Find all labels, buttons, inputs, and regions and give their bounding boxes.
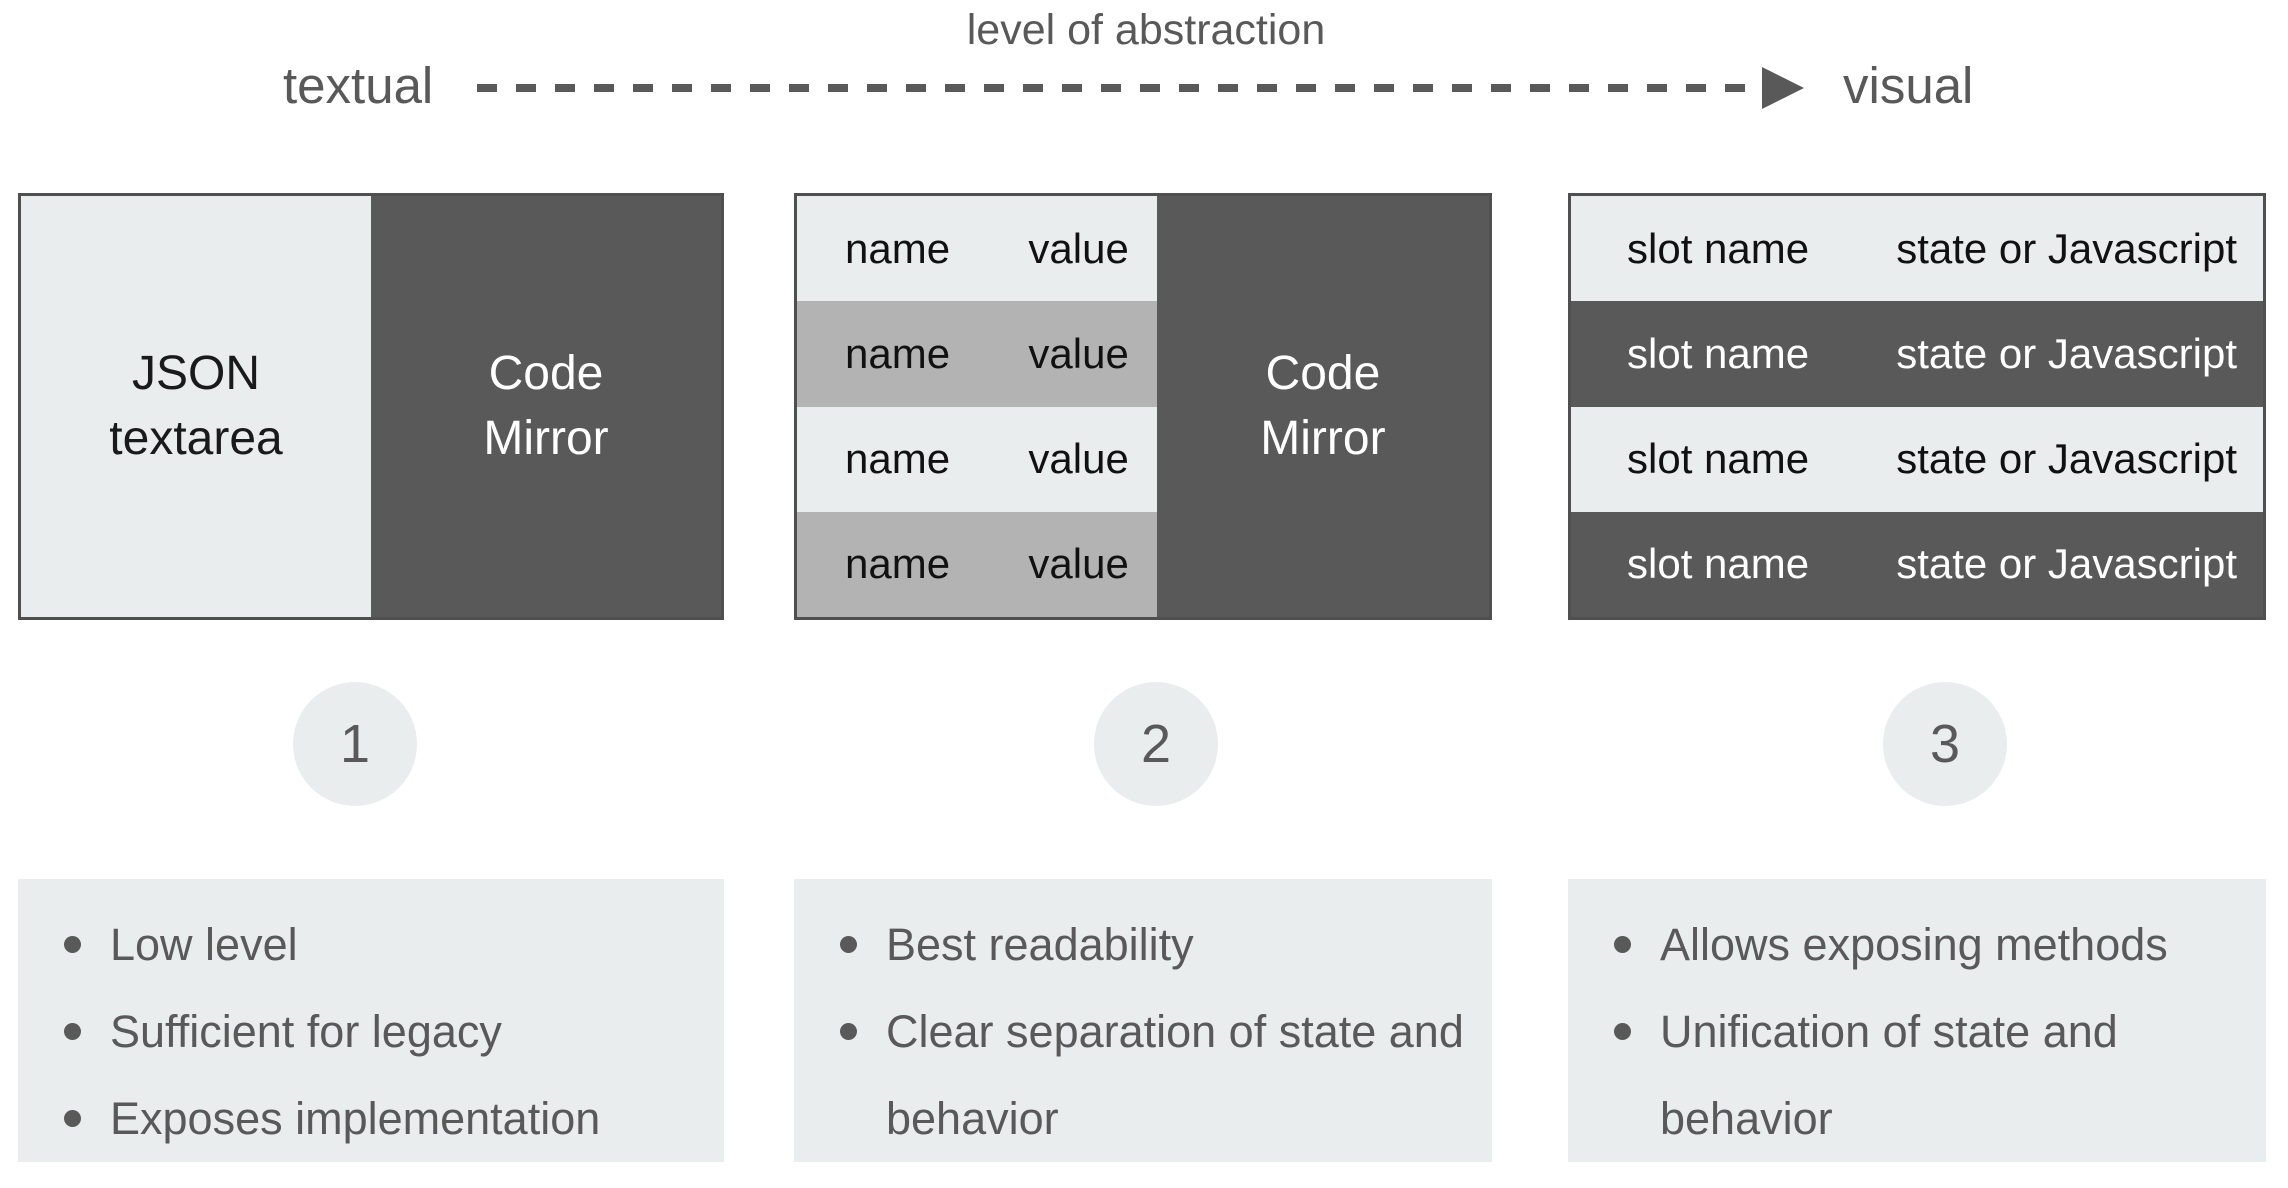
- slot-value: state or Javascript: [1896, 540, 2237, 588]
- bullet-icon: [840, 936, 857, 953]
- bullet-icon: [64, 936, 81, 953]
- axis-left-label: textual: [283, 57, 434, 114]
- table-row: slot name state or Javascript: [1571, 196, 2263, 302]
- stage3-panel: slot name state or Javascript slot name …: [1568, 193, 2266, 620]
- axis-right-label: visual: [1843, 57, 1974, 114]
- stage1-left-label: JSON textarea: [109, 346, 283, 465]
- stage3-notes-box: Allows exposing methods Unification of s…: [1568, 879, 2266, 1162]
- note-text: Clear separation of state and behavior: [886, 1006, 1464, 1144]
- list-item: Low level: [18, 901, 704, 988]
- step-number-badge-2: 2: [1094, 682, 1218, 806]
- axis-dashed-line: [477, 84, 1759, 92]
- stage2-codemirror-cell: Code Mirror: [1156, 196, 1489, 617]
- stage2-name-value-table: name value name value name value name va…: [797, 196, 1157, 617]
- bullet-icon: [64, 1023, 81, 1040]
- table-row: name value: [797, 406, 1157, 512]
- list-item: Best readability: [794, 901, 1472, 988]
- step-number: 1: [339, 714, 371, 774]
- table-row: slot name state or Javascript: [1571, 511, 2263, 617]
- slot-value: state or Javascript: [1896, 224, 2237, 272]
- list-item: Sufficient for legacy: [18, 988, 704, 1075]
- note-text: Allows exposing methods: [1660, 919, 2168, 970]
- stage1-panel: JSON textarea Code Mirror: [18, 193, 724, 620]
- row-value: value: [1028, 540, 1129, 588]
- axis-title: level of abstraction: [966, 6, 1326, 54]
- bullet-icon: [1614, 1023, 1631, 1040]
- arrow-right-icon: [1762, 67, 1804, 109]
- row-value: value: [1028, 224, 1129, 272]
- stage1-codemirror-cell: Code Mirror: [371, 196, 721, 617]
- table-row: name value: [797, 196, 1157, 302]
- list-item: Clear separation of state and behavior: [794, 988, 1472, 1162]
- step-number-badge-3: 3: [1883, 682, 2007, 806]
- bullet-icon: [64, 1110, 81, 1127]
- table-row: slot name state or Javascript: [1571, 301, 2263, 407]
- list-item: Exposes implementation: [18, 1075, 704, 1162]
- stage2-panel: name value name value name value name va…: [794, 193, 1492, 620]
- step-number-badge-1: 1: [293, 682, 417, 806]
- note-text: Low level: [110, 919, 298, 970]
- table-row: name value: [797, 511, 1157, 617]
- list-item: Unification of state and behavior: [1568, 988, 2246, 1162]
- notes-list: Best readability Clear separation of sta…: [794, 901, 1472, 1162]
- stage1-notes-box: Low level Sufficient for legacy Exposes …: [18, 879, 724, 1162]
- stage1-json-textarea-cell: JSON textarea: [21, 196, 371, 617]
- row-value: value: [1028, 435, 1129, 483]
- row-value: value: [1028, 329, 1129, 377]
- list-item: Allows exposing methods: [1568, 901, 2246, 988]
- slot-name: slot name: [1627, 329, 1810, 377]
- slot-name: slot name: [1627, 435, 1810, 483]
- row-name: name: [845, 224, 951, 272]
- stage1-right-label: Code Mirror: [483, 346, 609, 465]
- note-text: Sufficient for legacy: [110, 1006, 502, 1057]
- row-name: name: [845, 329, 951, 377]
- stage3-slot-table: slot name state or Javascript slot name …: [1571, 196, 2263, 617]
- note-text: Unification of state and behavior: [1660, 1006, 2118, 1144]
- stage2-notes-box: Best readability Clear separation of sta…: [794, 879, 1492, 1162]
- row-name: name: [845, 435, 951, 483]
- table-row: name value: [797, 301, 1157, 407]
- stage2-right-label: Code Mirror: [1260, 346, 1386, 465]
- bullet-icon: [1614, 936, 1631, 953]
- step-number: 3: [1929, 714, 1961, 774]
- note-text: Exposes implementation: [110, 1093, 601, 1144]
- bullet-icon: [840, 1023, 857, 1040]
- note-text: Best readability: [886, 919, 1194, 970]
- notes-list: Allows exposing methods Unification of s…: [1568, 901, 2246, 1162]
- slot-value: state or Javascript: [1896, 435, 2237, 483]
- step-number: 2: [1140, 714, 1172, 774]
- slot-name: slot name: [1627, 540, 1810, 588]
- notes-list: Low level Sufficient for legacy Exposes …: [18, 901, 704, 1162]
- table-row: slot name state or Javascript: [1571, 406, 2263, 512]
- slot-name: slot name: [1627, 224, 1810, 272]
- slot-value: state or Javascript: [1896, 329, 2237, 377]
- row-name: name: [845, 540, 951, 588]
